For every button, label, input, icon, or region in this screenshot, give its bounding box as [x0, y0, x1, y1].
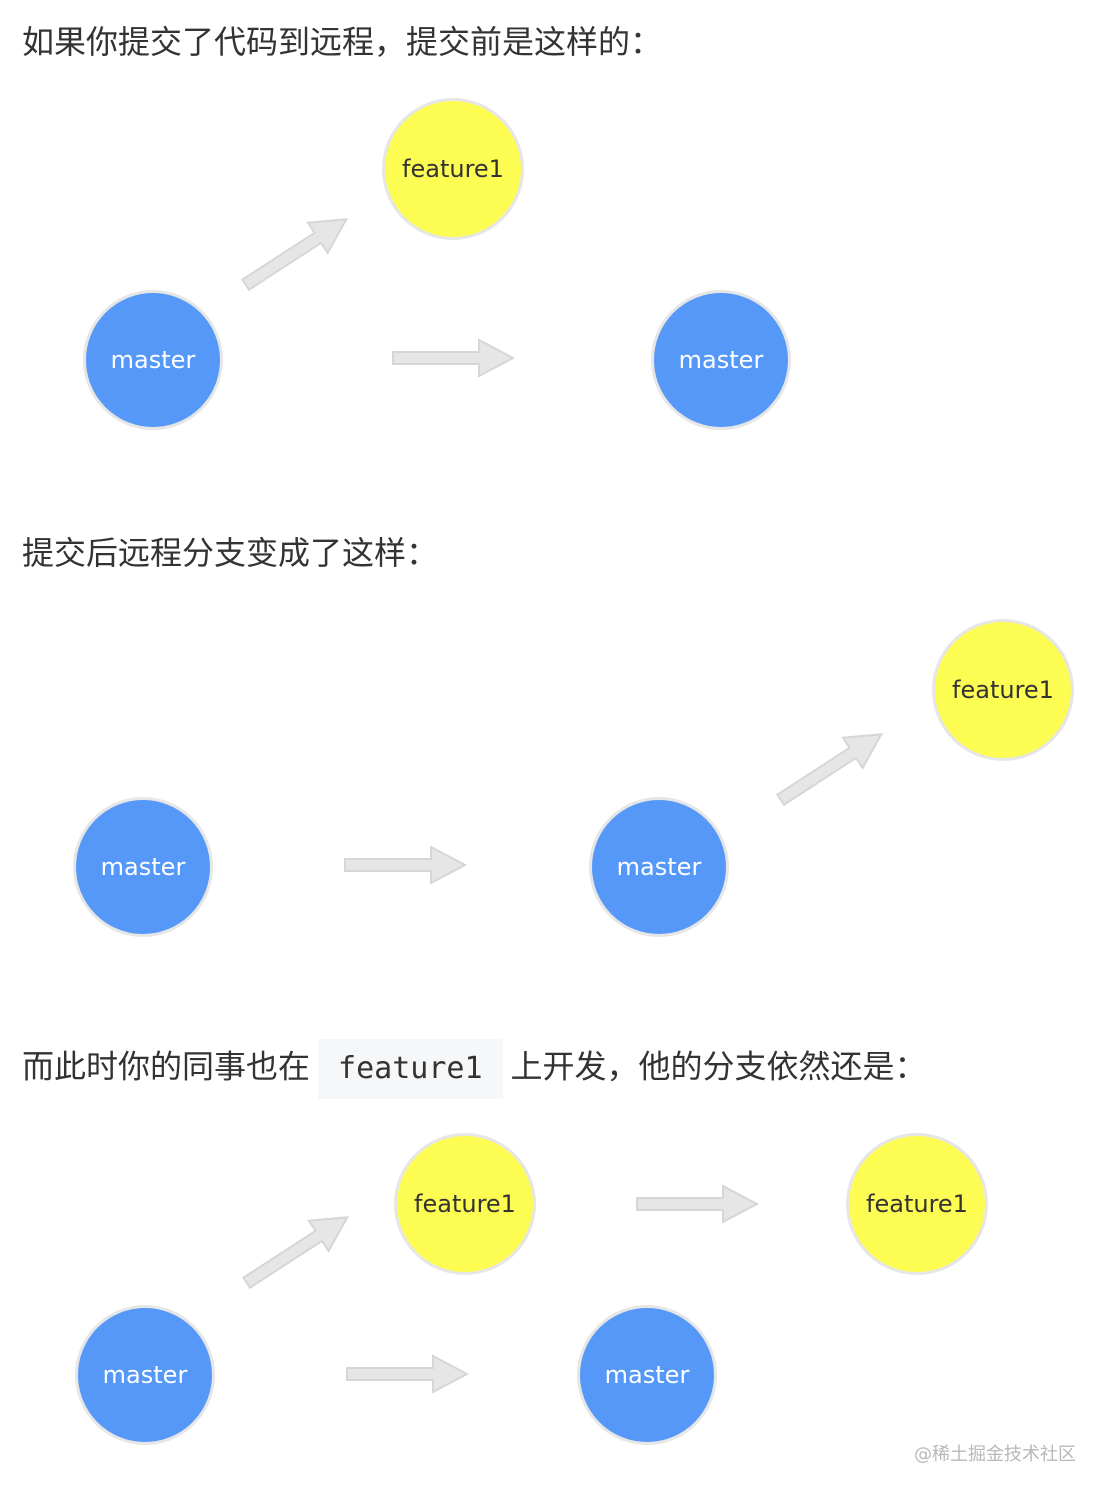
arrow-diagonal-icon — [242, 1216, 350, 1290]
diagram-before-push: feature1 master master — [0, 0, 1110, 500]
arrow-diagonal-icon — [776, 733, 884, 807]
node-label: master — [102, 1361, 188, 1389]
watermark: @稀土掘金技术社区 — [914, 1444, 1076, 1465]
arrow-right-icon — [344, 845, 468, 885]
inline-code: feature1 — [318, 1039, 503, 1099]
arrow-diagonal-icon — [241, 218, 349, 292]
node-master: master — [589, 797, 729, 937]
node-master: master — [83, 290, 223, 430]
node-label: feature1 — [952, 676, 1054, 704]
node-label: master — [100, 853, 186, 881]
node-label: feature1 — [414, 1190, 516, 1218]
diagram-after-push: feature1 master master — [73, 619, 1074, 937]
node-master: master — [75, 1305, 215, 1445]
arrow-right-icon — [636, 1184, 760, 1224]
paragraph-after-push: 提交后远程分支变成了这样： — [22, 534, 439, 572]
node-feature1: feature1 — [846, 1133, 988, 1275]
node-label: master — [604, 1361, 690, 1389]
node-master: master — [73, 797, 213, 937]
node-label: feature1 — [402, 155, 504, 183]
node-master: master — [651, 290, 791, 430]
paragraph-before-push: 如果你提交了代码到远程，提交前是这样的： — [22, 23, 663, 61]
node-feature1: feature1 — [394, 1133, 536, 1275]
arrow-right-icon — [346, 1354, 470, 1394]
node-feature1: feature1 — [932, 619, 1074, 761]
node-label: master — [110, 346, 196, 374]
node-master: master — [577, 1305, 717, 1445]
paragraph-text: 上开发，他的分支依然还是： — [510, 1047, 927, 1086]
node-label: master — [616, 853, 702, 881]
paragraph-text: 而此时你的同事也在 — [22, 1047, 311, 1086]
node-feature1: feature1 — [382, 98, 524, 240]
arrow-right-icon — [392, 338, 516, 378]
node-label: master — [678, 346, 764, 374]
node-label: feature1 — [866, 1190, 968, 1218]
